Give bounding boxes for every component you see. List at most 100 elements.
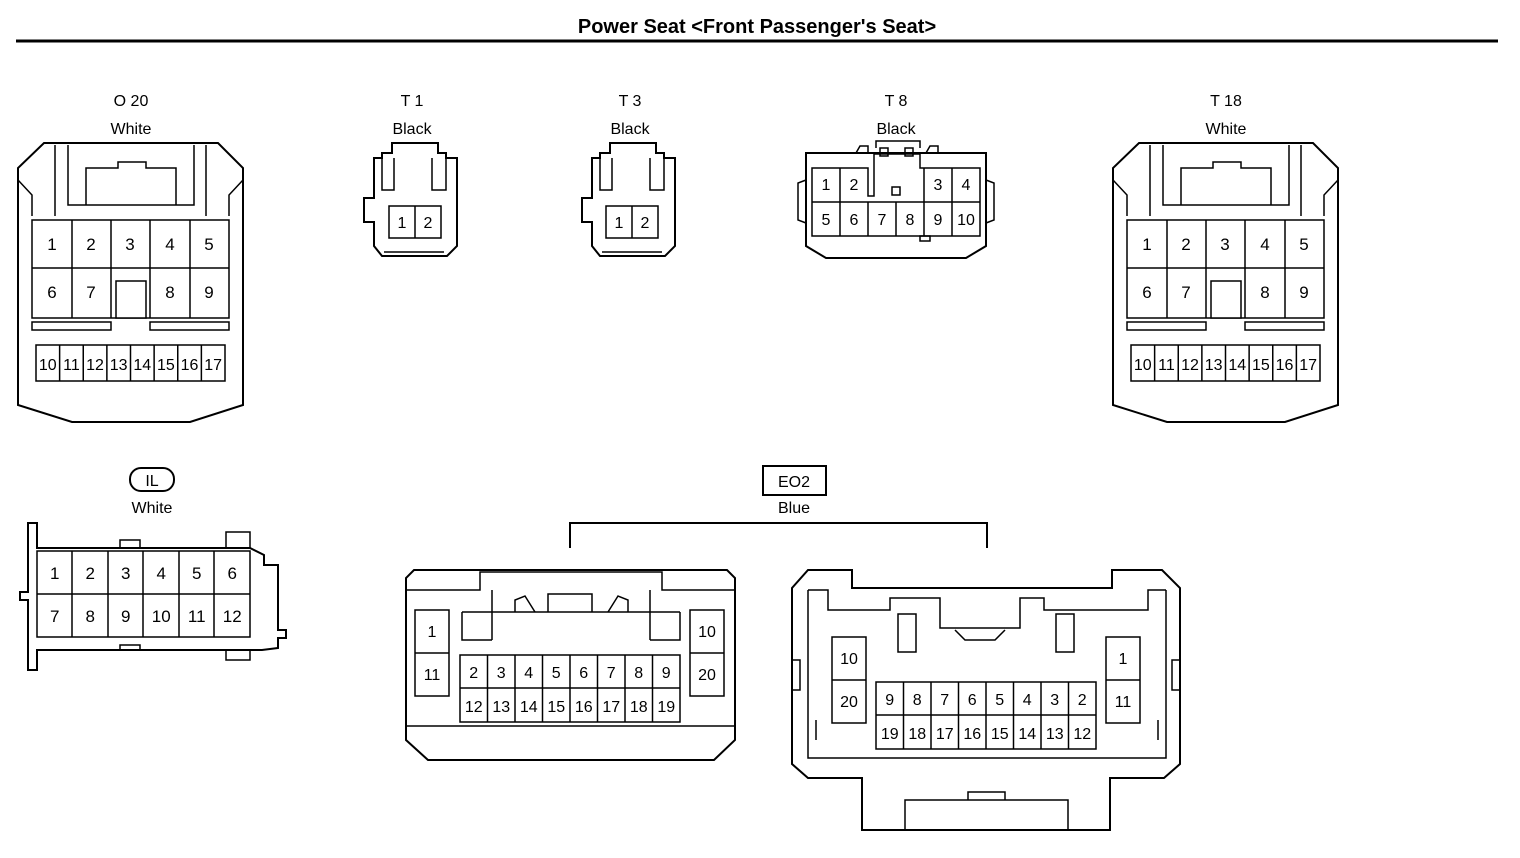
- t18-pin-4: 4: [1260, 235, 1269, 254]
- o20-pin-10: 10: [39, 357, 57, 374]
- t8-pin-5: 5: [822, 212, 831, 229]
- t18-pin-1: 1: [1142, 235, 1151, 254]
- eo2a-pin-side-r-bot: 20: [698, 667, 716, 684]
- eo2b-pin-top-0: 9: [885, 692, 894, 709]
- eo2a-pin-side-r-top: 10: [698, 624, 716, 641]
- t8-pin-3: 3: [934, 177, 943, 194]
- connector-t3: T 3 Black 1 2: [581, 93, 676, 257]
- o20-slot-left: [31, 321, 112, 331]
- connector-t1: T 1 Black 1 2: [363, 93, 458, 257]
- eo2a-pin-bot-2: 14: [520, 699, 538, 716]
- eo2a-pin-side-l-top: 1: [428, 624, 437, 641]
- eo2b-pin-side-l-top: 10: [840, 651, 858, 668]
- t3-color: Black: [610, 121, 650, 138]
- t8-color: Black: [876, 121, 916, 138]
- o20-housing: [17, 142, 244, 423]
- page-title: Power Seat <Front Passenger's Seat>: [578, 16, 936, 38]
- t18-pin-7: 7: [1181, 283, 1190, 302]
- il-pin-3: 3: [121, 564, 130, 583]
- t18-pin-14: 14: [1228, 357, 1246, 374]
- o20-pin-9: 9: [204, 283, 213, 302]
- o20-pin-15: 15: [157, 357, 175, 374]
- il-pin-8: 8: [86, 607, 95, 626]
- eo2b-pin-top-6: 3: [1050, 692, 1059, 709]
- il-housing: [19, 522, 287, 671]
- eo2b-pin-top-4: 5: [995, 692, 1004, 709]
- t8-pin-9: 9: [934, 212, 943, 229]
- t8-pin-7: 7: [878, 212, 887, 229]
- t8-code: T 8: [885, 93, 908, 110]
- il-pin-9: 9: [121, 607, 130, 626]
- eo2a-pin-bot-3: 15: [547, 699, 565, 716]
- t18-pin-3: 3: [1220, 235, 1229, 254]
- t8-pin-8: 8: [906, 212, 915, 229]
- t3-housing: [581, 142, 676, 257]
- il-pin-11: 11: [188, 607, 206, 626]
- o20-pin-8: 8: [165, 283, 174, 302]
- connector-t8: T 8 Black 1 2 3 4 5 6 7 8 9 10: [797, 93, 995, 259]
- t18-housing: [1112, 142, 1339, 423]
- t18-pin-8: 8: [1260, 283, 1269, 302]
- il-pin-12: 12: [223, 607, 242, 626]
- o20-pin-4: 4: [165, 235, 174, 254]
- eo2b-pin-top-3: 6: [968, 692, 977, 709]
- eo2-code: EO2: [778, 474, 810, 491]
- eo2a-pin-bot-4: 16: [575, 699, 593, 716]
- eo2b-pin-bot-4: 15: [991, 726, 1009, 743]
- eo2a-pin-top-4: 6: [579, 665, 588, 682]
- eo2a-pin-bot-6: 18: [630, 699, 648, 716]
- eo2a-pin-top-6: 8: [634, 665, 643, 682]
- o20-pin-13: 13: [110, 357, 128, 374]
- t18-pin-12: 12: [1181, 357, 1199, 374]
- eo2b-pin-side-r-top: 1: [1119, 651, 1128, 668]
- t18-pin-5: 5: [1299, 235, 1308, 254]
- eo2b-pin-bot-6: 13: [1046, 726, 1064, 743]
- o20-pin-2: 2: [86, 235, 95, 254]
- t18-pin-17: 17: [1299, 357, 1317, 374]
- t18-pin-16: 16: [1276, 357, 1294, 374]
- eo2a-pin-bot-0: 12: [465, 699, 483, 716]
- t8-pin-10: 10: [957, 212, 975, 229]
- t1-color: Black: [392, 121, 432, 138]
- t8-pin-6: 6: [850, 212, 859, 229]
- t1-pin-1: 1: [398, 215, 407, 232]
- eo2b-pin-bot-1: 18: [908, 726, 926, 743]
- eo2a-pin-top-5: 7: [607, 665, 616, 682]
- t3-code: T 3: [619, 93, 642, 110]
- eo2-code-box: [762, 465, 827, 496]
- t18-pin-11: 11: [1158, 357, 1175, 374]
- eo2b-pin-bot-2: 17: [936, 726, 954, 743]
- eo2-color: Blue: [778, 500, 810, 517]
- t18-pin-13: 13: [1205, 357, 1223, 374]
- t1-pin-2: 2: [424, 215, 433, 232]
- eo2-bracket: [569, 522, 988, 548]
- t8-housing: [805, 152, 987, 259]
- o20-pin-1: 1: [47, 235, 56, 254]
- il-pin-7: 7: [50, 607, 59, 626]
- eo2a-pin-top-1: 3: [497, 665, 506, 682]
- eo2b-pin-top-2: 7: [940, 692, 949, 709]
- eo2b-pin-bot-0: 19: [881, 726, 899, 743]
- t18-pin-9: 9: [1299, 283, 1308, 302]
- connector-eo2: EO2 Blue 1111020212313414515616717818919…: [405, 465, 1181, 831]
- il-pin-10: 10: [152, 607, 171, 626]
- il-pin-2: 2: [86, 564, 95, 583]
- o20-slot-right: [149, 321, 230, 331]
- eo2a-pin-top-7: 9: [662, 665, 671, 682]
- o20-pin-6: 6: [47, 283, 56, 302]
- eo2a-pin-top-3: 5: [552, 665, 561, 682]
- t1-code: T 1: [401, 93, 424, 110]
- eo2-housing-a: [405, 569, 736, 761]
- o20-pin-17: 17: [204, 357, 222, 374]
- eo2b-pin-top-5: 4: [1023, 692, 1032, 709]
- t18-pin-10: 10: [1134, 357, 1152, 374]
- eo2a-pin-bot-7: 19: [657, 699, 675, 716]
- il-color: White: [132, 500, 173, 517]
- il-pin-6: 6: [228, 564, 237, 583]
- il-pin-1: 1: [50, 564, 59, 583]
- o20-pin-3: 3: [125, 235, 134, 254]
- o20-pin-11: 11: [63, 357, 80, 374]
